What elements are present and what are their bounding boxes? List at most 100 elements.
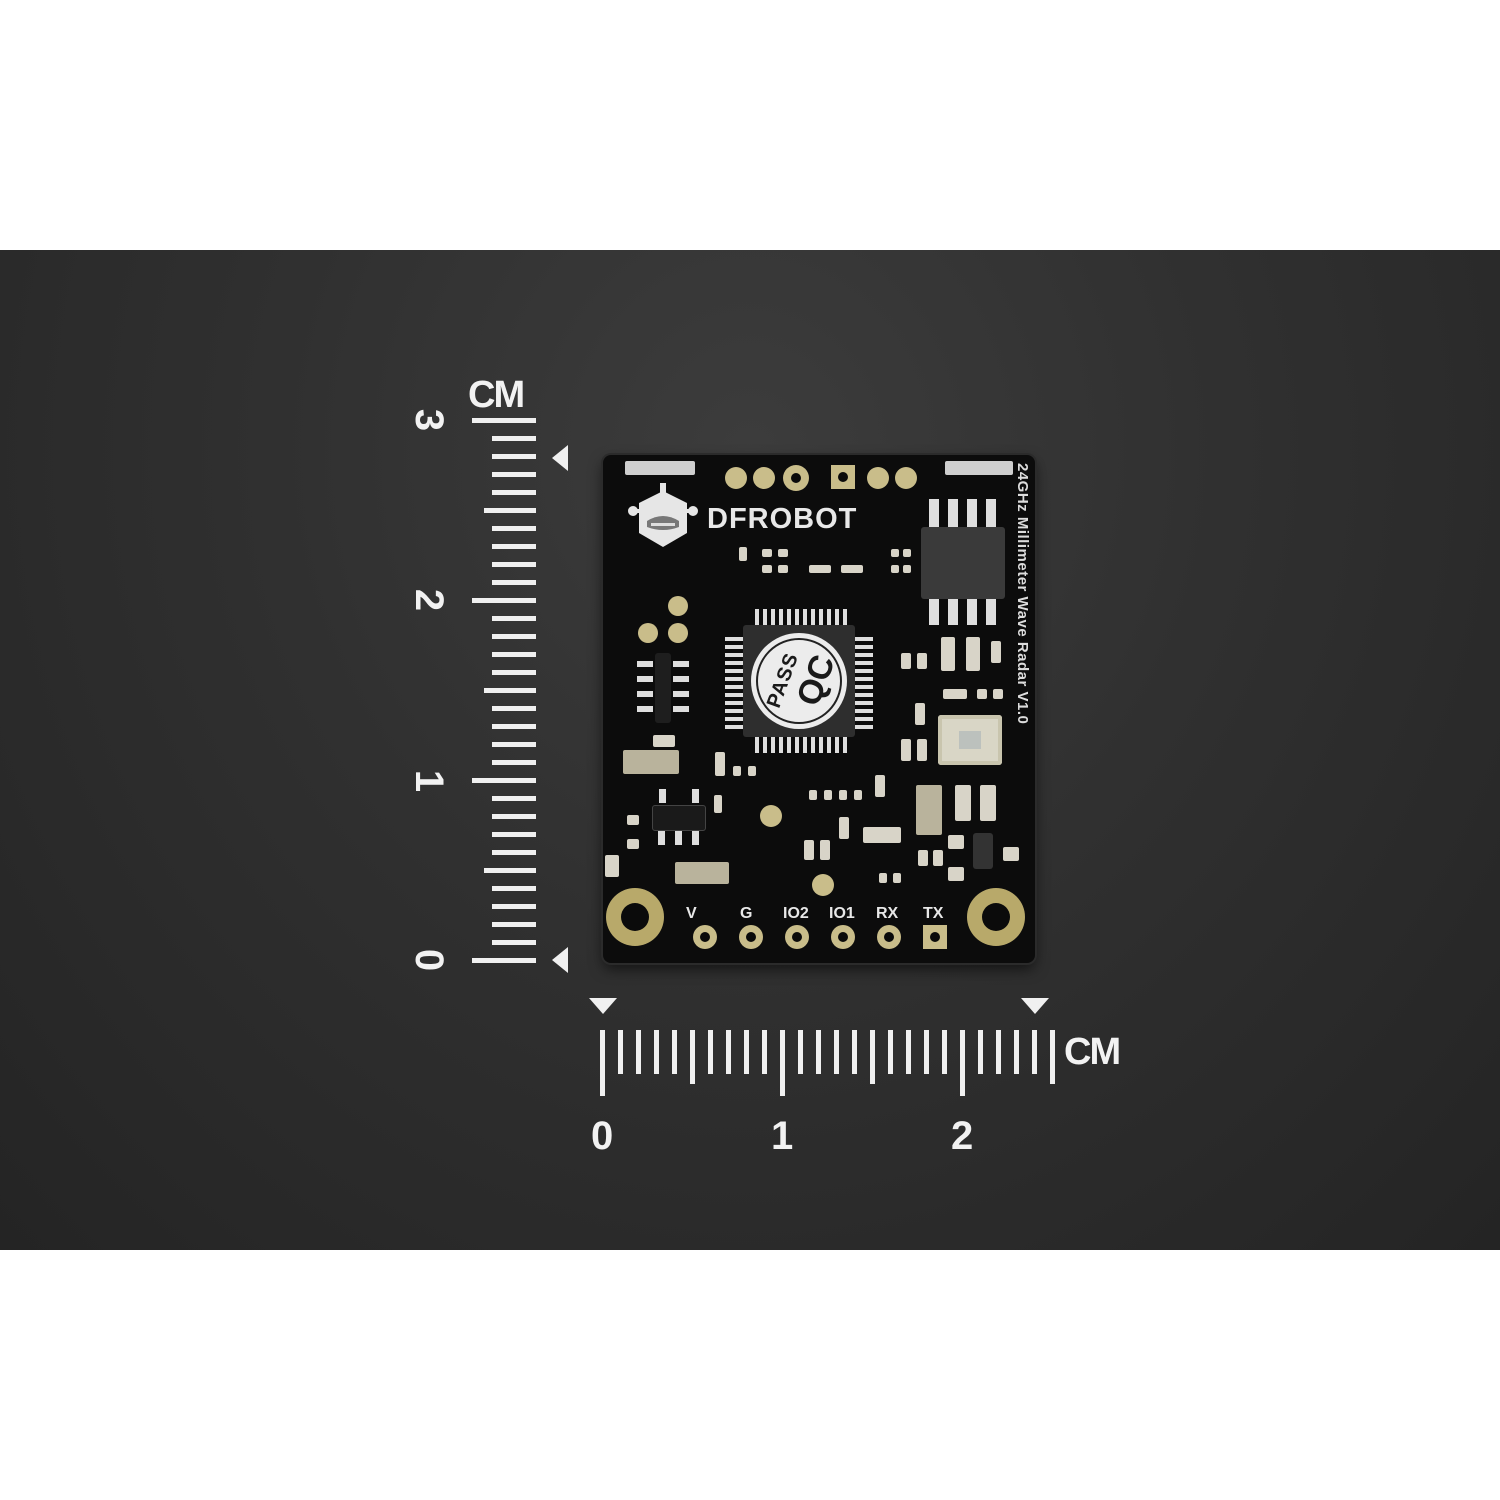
test-pad xyxy=(812,874,834,896)
mcu-pin xyxy=(725,661,743,665)
smd-component xyxy=(977,689,987,699)
regulator-pin xyxy=(692,789,699,803)
horizontal-ruler-tick xyxy=(816,1030,821,1074)
horizontal-ruler-label-0: 0 xyxy=(591,1114,614,1158)
horizontal-right-marker-icon xyxy=(1021,998,1049,1014)
mcu-pin xyxy=(725,677,743,681)
chip-pin xyxy=(986,499,996,527)
pin-hole xyxy=(930,932,940,942)
smd-component xyxy=(915,703,925,725)
mcu-pin xyxy=(855,693,873,697)
mcu-pin xyxy=(725,709,743,713)
vertical-ruler-tick xyxy=(492,634,536,639)
radar-module-board: DFROBOT 24GHz Millimeter Wave Radar V1.0 xyxy=(603,455,1035,963)
vertical-ruler-tick xyxy=(484,508,536,513)
smd-component xyxy=(762,549,772,557)
horizontal-ruler-tick xyxy=(924,1030,929,1074)
vertical-ruler-tick xyxy=(492,850,536,855)
mcu-pin xyxy=(787,737,791,753)
smd-component xyxy=(739,547,747,561)
top-left-edge-pad xyxy=(625,461,695,475)
vertical-ruler-tick xyxy=(492,490,536,495)
vertical-ruler-tick xyxy=(492,940,536,945)
pin-label-io1: IO1 xyxy=(829,905,855,922)
smd-component xyxy=(605,855,619,877)
pin-hole xyxy=(746,932,756,942)
vertical-ruler-tick xyxy=(484,868,536,873)
smd-component xyxy=(854,790,862,800)
smd-component xyxy=(901,739,911,761)
vertical-ruler-tick xyxy=(492,706,536,711)
pass-qc-sticker xyxy=(751,633,847,729)
mounting-hole-left xyxy=(606,888,664,946)
pin-label-rx: RX xyxy=(876,905,899,922)
smd-component xyxy=(1003,847,1019,861)
smd-component xyxy=(804,840,814,860)
vertical-ruler-tick xyxy=(492,562,536,567)
small-ic-pin xyxy=(673,661,689,667)
pin-label-tx: TX xyxy=(923,905,944,922)
smd-component xyxy=(863,827,901,843)
mounting-hole-right xyxy=(967,888,1025,946)
smd-component xyxy=(875,775,885,797)
mcu-pin xyxy=(771,609,775,625)
horizontal-left-marker-icon xyxy=(589,998,617,1014)
model-text: 24GHz Millimeter Wave Radar V1.0 xyxy=(1014,463,1031,725)
smd-component xyxy=(839,790,847,800)
vertical-ruler-tick xyxy=(492,544,536,549)
horizontal-ruler-tick xyxy=(1050,1030,1055,1084)
horizontal-ruler-tick xyxy=(996,1030,1001,1074)
horizontal-ruler-tick xyxy=(618,1030,623,1074)
vertical-ruler-tick xyxy=(492,436,536,441)
smd-component xyxy=(820,840,830,860)
mcu-pin xyxy=(779,737,783,753)
crystal-label xyxy=(959,731,981,749)
smd-component xyxy=(809,790,817,800)
vertical-ruler-tick xyxy=(492,922,536,927)
small-ic-pin xyxy=(637,661,653,667)
mcu-pin xyxy=(855,717,873,721)
small-ic xyxy=(655,653,671,723)
horizontal-ruler-tick xyxy=(870,1030,875,1084)
vertical-ruler-label-2: 2 xyxy=(407,588,452,612)
mcu-pin xyxy=(725,725,743,729)
smd-component xyxy=(891,549,899,557)
chip-pin xyxy=(948,499,958,527)
vertical-ruler-tick xyxy=(492,670,536,675)
mcu-pin xyxy=(835,737,839,753)
mcu-pin xyxy=(827,737,831,753)
smd-component xyxy=(901,653,911,669)
vertical-ruler-tick xyxy=(492,760,536,765)
mcu-pin xyxy=(803,609,807,625)
mcu-pin xyxy=(855,645,873,649)
horizontal-ruler-tick xyxy=(780,1030,785,1096)
horizontal-ruler-tick xyxy=(852,1030,857,1074)
mcu-pin xyxy=(855,685,873,689)
capacitor xyxy=(916,785,942,835)
regulator-pin xyxy=(675,831,682,845)
mcu-pin xyxy=(855,701,873,705)
smd-component xyxy=(903,565,911,573)
smd-component xyxy=(879,873,887,883)
horizontal-ruler-tick xyxy=(744,1030,749,1074)
smd-component xyxy=(948,835,964,849)
smd-component xyxy=(941,637,955,671)
pin-hole xyxy=(792,932,802,942)
pin-hole xyxy=(700,932,710,942)
test-pad xyxy=(668,623,688,643)
mcu-pin xyxy=(855,637,873,641)
mcu-pin xyxy=(795,737,799,753)
header-pad xyxy=(895,467,917,489)
small-ic-pin xyxy=(637,691,653,697)
horizontal-ruler-unit: CM xyxy=(1064,1031,1121,1073)
chip-pin xyxy=(967,499,977,527)
vertical-ruler-tick xyxy=(492,724,536,729)
vertical-ruler-tick xyxy=(492,616,536,621)
mcu-pin xyxy=(811,609,815,625)
smd-component xyxy=(955,785,971,821)
test-pad xyxy=(668,596,688,616)
small-ic-pin xyxy=(673,691,689,697)
horizontal-ruler-tick xyxy=(888,1030,893,1074)
mcu-pin xyxy=(811,737,815,753)
mcu-pin xyxy=(725,693,743,697)
